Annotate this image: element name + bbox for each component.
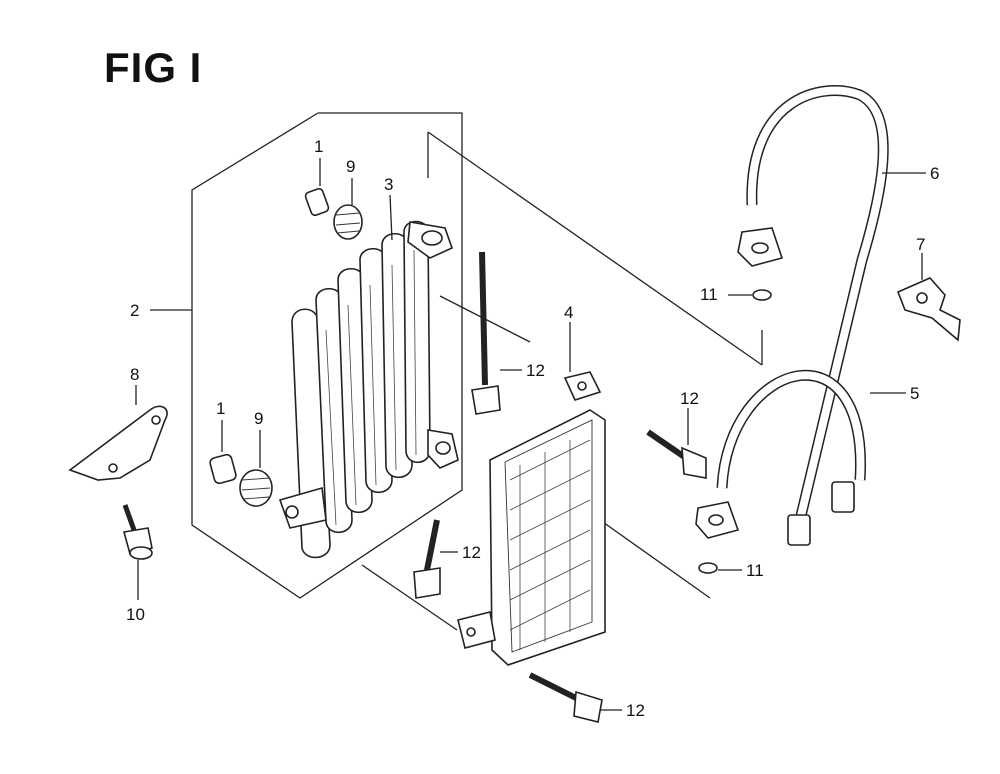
hose-upper (737, 85, 889, 546)
assembly-outline (191, 112, 763, 631)
grommet-upper (333, 204, 363, 240)
radiator-guard (457, 371, 606, 666)
callout-12-a: 12 (526, 361, 545, 380)
callout-12-b: 12 (462, 543, 481, 562)
grommet-lower (239, 469, 273, 507)
callout-9-upper: 9 (346, 157, 355, 176)
callout-8: 8 (130, 365, 139, 384)
callout-1-lower: 1 (216, 399, 225, 418)
callout-11-lower: 11 (746, 561, 764, 580)
callout-6: 6 (930, 164, 939, 183)
plug-upper (304, 187, 330, 217)
callout-12-d: 12 (626, 701, 645, 720)
bolt-10 (122, 504, 153, 560)
callout-1-upper: 1 (314, 137, 323, 156)
bolt-12-d (528, 672, 603, 723)
bolt-12-a (471, 251, 501, 415)
bolt-12-b (413, 519, 441, 599)
callout-7: 7 (916, 235, 925, 254)
leader-lines (135, 158, 926, 711)
callout-11-upper: 11 (700, 285, 718, 304)
bracket (68, 405, 168, 481)
figure-title: FIG I (104, 44, 203, 91)
washer-upper (752, 289, 772, 301)
callout-3: 3 (384, 175, 393, 194)
callout-12-c: 12 (680, 389, 699, 408)
callout-4: 4 (564, 303, 573, 322)
callout-labels: 1 9 3 2 8 1 9 10 12 4 12 12 12 6 7 11 5 … (126, 137, 939, 720)
oil-cooler-core (278, 220, 459, 559)
callout-10: 10 (126, 605, 145, 624)
callout-9-lower: 9 (254, 409, 263, 428)
callout-2: 2 (130, 301, 139, 320)
hose-clamp (896, 277, 961, 342)
washer-lower (698, 562, 718, 574)
plug-lower (209, 453, 237, 485)
callout-5: 5 (910, 384, 919, 403)
hose-lower (695, 369, 866, 539)
bolt-12-c (646, 429, 707, 479)
